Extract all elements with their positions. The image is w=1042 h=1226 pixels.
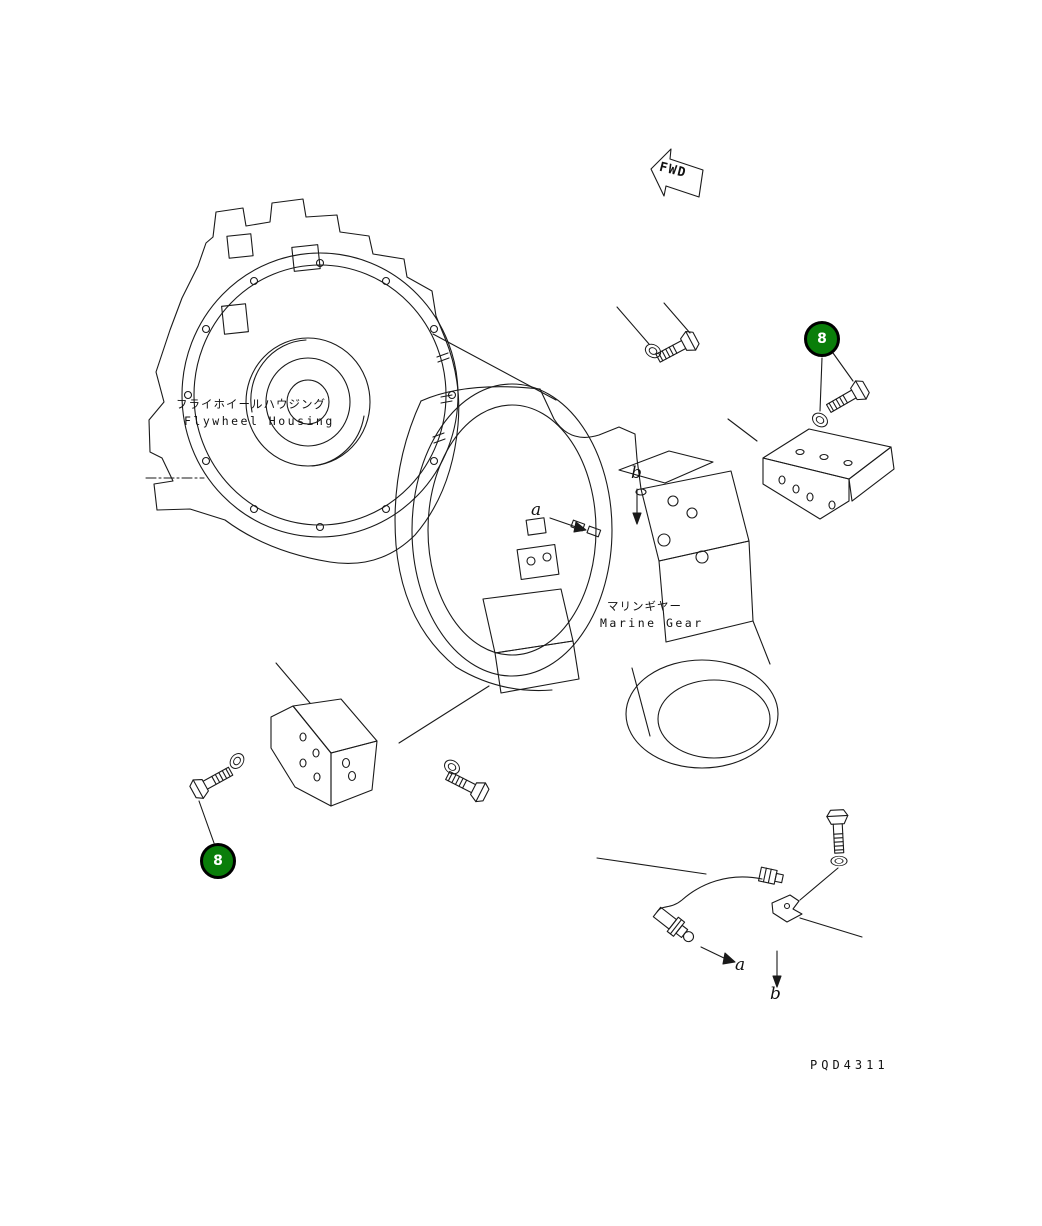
ref-a-upper: a [531,500,542,520]
washer-top-right-drawing [809,409,831,431]
fwd-arrow-icon [650,148,704,198]
ref-arrows [549,488,782,988]
washer-bottom-center-drawing [441,756,463,778]
sensor-harness-drawing [652,866,803,943]
callout-badge-8-top-right[interactable]: 8 [804,321,840,357]
marine-gear-drawing [394,383,779,769]
leader-lines [198,302,863,938]
flywheel-housing-drawing [145,198,460,565]
ref-a-lower: a [735,955,746,975]
bolt-bottom-left-drawing [187,761,237,802]
marine-gear-label-en: Marine Gear [600,616,704,630]
washer-bottom-right-drawing [830,855,848,867]
bracket-bottom-left-drawing [270,698,378,807]
callout-badge-8-bottom-left[interactable]: 8 [200,843,236,879]
marine-gear-label-jp: マリンギヤー [607,599,682,613]
bolt-bottom-center-drawing [442,765,492,805]
bracket-top-right-drawing [762,428,895,520]
bolt-top-right-drawing [822,377,872,419]
flywheel-housing-label-jp: フライホイールハウジング [176,397,326,411]
ref-b-upper: b [631,463,642,483]
washer-bottom-left-drawing [226,750,248,772]
ref-b-lower: b [770,984,781,1004]
bolt-top-center-drawing [652,328,702,369]
part-code: PQD4311 [810,1058,889,1072]
bolt-bottom-right-drawing [825,808,851,855]
flywheel-housing-label-en: Flywheel Housing [184,414,335,428]
washer-top-center-drawing [642,341,664,361]
